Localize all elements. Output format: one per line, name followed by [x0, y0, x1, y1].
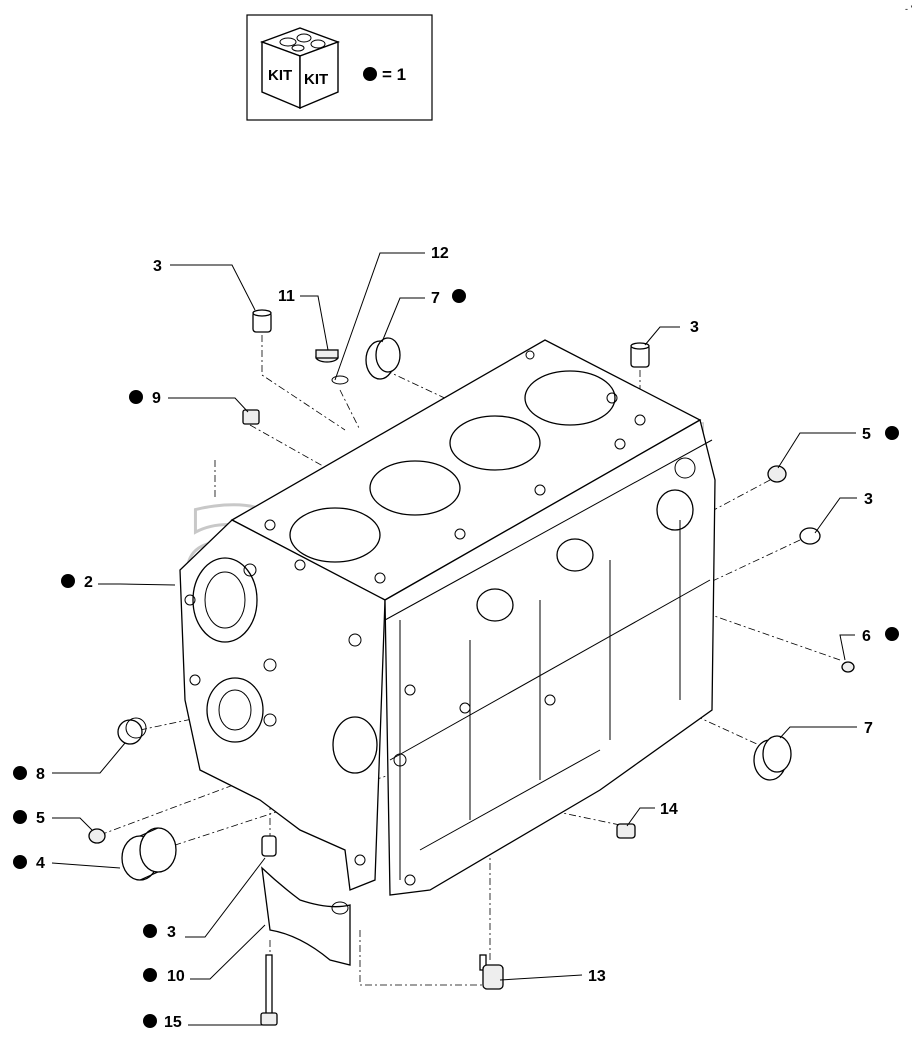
corner-mark: - '	[905, 4, 912, 14]
callout-4: 4	[36, 855, 45, 872]
oil-nozzle-13	[479, 954, 504, 990]
callout-10-dot	[143, 968, 157, 982]
leader-lines	[51, 252, 857, 1026]
callout-5a-dot	[885, 426, 899, 440]
callout-12: 12	[431, 245, 449, 262]
callout-6-dot	[885, 627, 899, 641]
cylinder-block	[179, 339, 716, 896]
callout-labels: 3 12 11 7 3 9 5 3 2 6 7 8 5 14 4 3 10 13…	[13, 245, 899, 1031]
callout-2: 2	[84, 574, 93, 591]
plug-14	[616, 823, 636, 839]
callout-15: 15	[164, 1014, 182, 1031]
bearing-cap-10	[261, 866, 351, 966]
callout-4-dot	[13, 855, 27, 869]
bearing-bush-4	[121, 827, 177, 881]
seal-ring-top	[365, 337, 401, 380]
plug-5-right	[767, 465, 787, 483]
dowel-sleeve-right	[799, 527, 821, 545]
callout-3b: 3	[690, 319, 699, 336]
callout-7b: 7	[864, 720, 873, 737]
bushing-8	[117, 717, 147, 745]
callout-7a: 7	[431, 290, 440, 307]
bolt-15	[260, 954, 278, 1026]
callout-5b: 5	[36, 810, 45, 827]
kit-marker-dot	[363, 67, 377, 81]
dowel-sleeve-lower	[261, 835, 277, 857]
plug-9	[242, 409, 260, 425]
callout-9-dot	[129, 390, 143, 404]
callout-14: 14	[660, 801, 678, 818]
callout-2-dot	[61, 574, 75, 588]
callout-5a: 5	[862, 426, 871, 443]
callout-11: 11	[278, 288, 295, 305]
seal-ring-right	[753, 735, 792, 781]
plug-11	[315, 349, 349, 385]
dowel-sleeve-top-right	[630, 342, 650, 368]
kit-legend: KIT KIT = 1	[246, 14, 433, 121]
callout-15-dot	[143, 1014, 157, 1028]
callout-3c: 3	[864, 491, 873, 508]
callout-8: 8	[36, 766, 45, 783]
plug-5-left	[88, 828, 106, 844]
kit-text-left: KIT	[268, 67, 292, 84]
plug-6	[841, 661, 855, 673]
callout-7a-dot	[452, 289, 466, 303]
callout-10: 10	[167, 968, 185, 985]
callout-8-dot	[13, 766, 27, 780]
callout-9: 9	[152, 390, 161, 407]
callout-5b-dot	[13, 810, 27, 824]
kit-text-right: KIT	[304, 71, 328, 88]
kit-box-icon: KIT KIT	[259, 27, 341, 110]
callout-6: 6	[862, 628, 871, 645]
callout-3a: 3	[153, 258, 162, 275]
callout-13: 13	[588, 968, 606, 985]
callout-3d: 3	[167, 924, 176, 941]
callout-3d-dot	[143, 924, 157, 938]
dowel-sleeve-top-left	[252, 309, 272, 333]
kit-equals-label: = 1	[382, 65, 406, 84]
